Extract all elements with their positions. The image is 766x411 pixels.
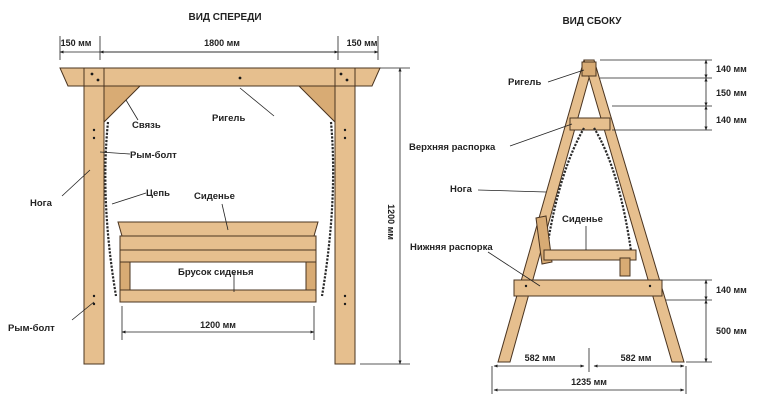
side-right-chain [593,127,634,259]
side-left-leg [497,59,595,363]
side-label-lower-strut: Нижняя распорка [410,242,493,253]
side-left-chain [546,127,585,243]
front-label-brace: Связь [132,120,161,131]
side-dim-half-right: 582 мм [621,353,652,363]
front-dim-seat: 1200 мм [200,320,236,330]
side-dim-base: 1235 мм [571,377,607,387]
side-dim-half-left: 582 мм [525,353,556,363]
front-left-brace [103,85,142,124]
front-left-chain [104,121,118,297]
front-dim-height: 1200 мм [386,204,396,240]
side-dim-lower: 140 мм [716,285,747,295]
side-seat [535,215,637,277]
side-label-seat: Сиденье [562,214,603,225]
front-label-leg: Нога [30,198,53,209]
front-seat-bar [119,289,317,303]
side-label-beam: Ригель [508,77,541,88]
front-view-title: ВИД СПЕРЕДИ [188,12,261,23]
front-dim-center: 1800 мм [204,38,240,48]
side-label-upper-strut: Верхняя распорка [409,142,496,153]
front-bolts [90,72,349,306]
front-left-leg [83,83,105,365]
front-label-seat: Сиденье [194,191,235,202]
side-beam [581,61,597,77]
side-right-leg [583,59,685,363]
side-label-leg: Нога [450,184,473,195]
side-dim-bottom: 500 мм [716,326,747,336]
side-view-title: ВИД СБОКУ [562,16,622,27]
side-dim-mid: 150 мм [716,88,747,98]
side-dim-upper: 140 мм [716,115,747,125]
front-label-eyebolt-bottom: Рым-болт [8,323,55,334]
side-lower-strut [513,279,663,297]
front-beam [59,67,381,87]
front-label-eyebolt-top: Рым-болт [130,150,177,161]
front-right-chain [320,121,335,297]
front-top-dimension [59,36,379,60]
front-seat [117,221,319,303]
side-dim-top: 140 мм [716,64,747,74]
front-dim-left: 150 мм [61,38,92,48]
front-label-seat-bar: Брусок сиденья [178,267,254,278]
front-label-chain: Цепь [146,188,170,199]
front-label-beam: Ригель [212,113,245,124]
front-dim-right: 150 мм [347,38,378,48]
front-right-brace [297,85,336,124]
side-bottom-dimensions [491,348,687,394]
side-right-dimensions [600,59,712,363]
front-right-leg [334,83,356,365]
side-upper-strut [569,117,611,131]
